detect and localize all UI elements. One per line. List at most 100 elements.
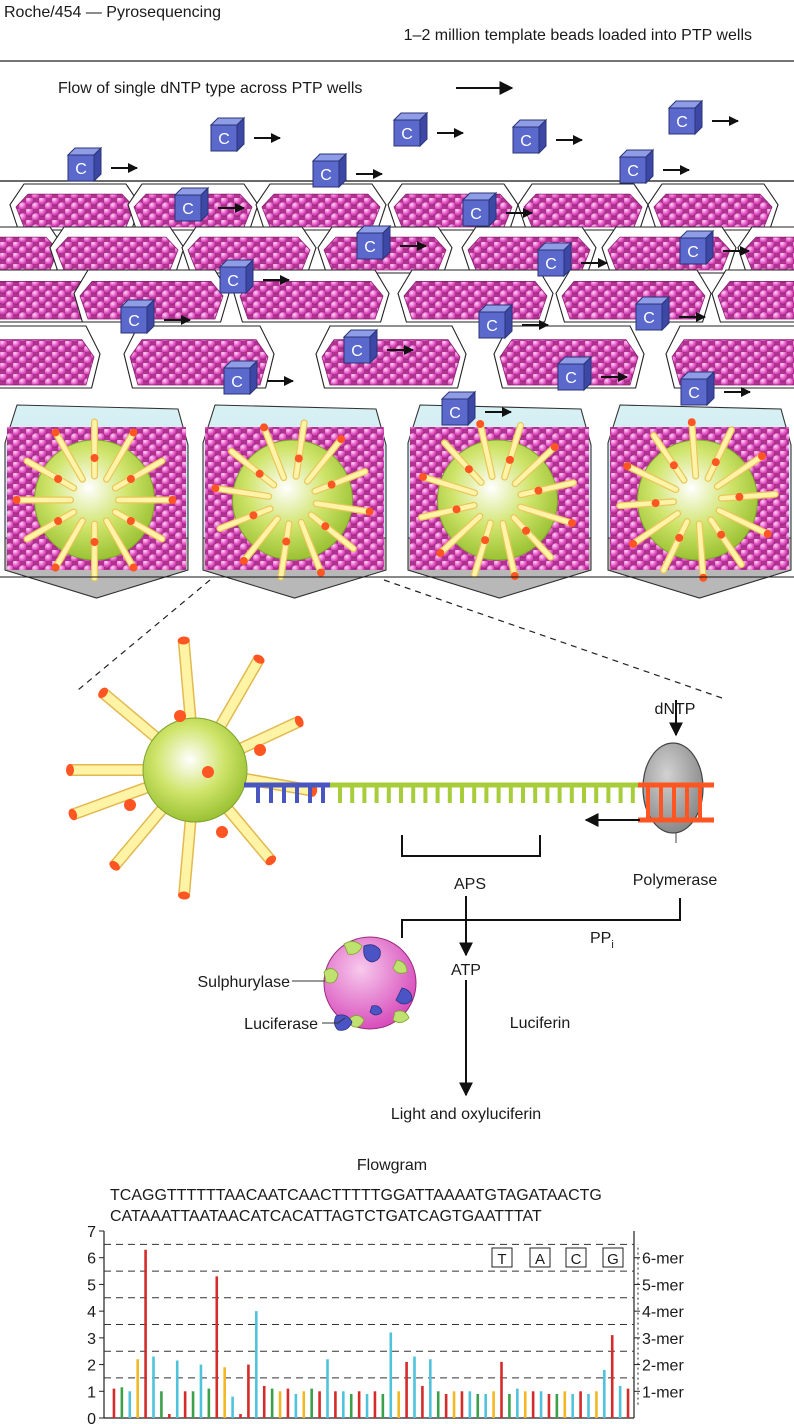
- primer-strand: [708, 517, 744, 567]
- y-tick-label: 4: [87, 1304, 96, 1321]
- primer-strand: [624, 463, 679, 492]
- adapter-teeth: [256, 785, 325, 803]
- primer-strand: [500, 521, 518, 579]
- flowgram-sequence-line2: CATAAATTAATAACATCACATTAGTCTGATCAGTGAATTT…: [110, 1208, 542, 1225]
- bead-cluster: [261, 193, 381, 228]
- dntp-cube: C: [618, 148, 690, 185]
- primer-strand: [104, 518, 136, 570]
- ptp-well: [49, 226, 185, 274]
- bead-cluster: [403, 281, 548, 320]
- mer-label: 4-mer: [642, 1304, 684, 1321]
- primer-tip: [476, 419, 485, 428]
- primer-tip: [90, 538, 99, 546]
- luciferase-leader: [322, 1017, 346, 1024]
- primer-strand: [293, 420, 307, 479]
- mer-label: 3-mer: [642, 1331, 684, 1348]
- primer-strand: [651, 433, 687, 483]
- polymerase: [584, 700, 714, 843]
- primer-strand: [689, 419, 699, 479]
- mer-label: 6-mer: [642, 1251, 684, 1268]
- primer-strand: [278, 521, 292, 580]
- flowgram-title: Flowgram: [357, 1157, 427, 1174]
- primer-strand: [211, 656, 263, 738]
- dntp-cube: C: [119, 298, 191, 335]
- ptp-well: [315, 325, 467, 389]
- primer-strand: [437, 514, 483, 556]
- dntp-letter: C: [688, 385, 700, 402]
- primer-strand: [112, 509, 165, 542]
- y-tick-label: 3: [87, 1331, 96, 1348]
- dntp-cube: C: [311, 152, 383, 189]
- ptp-well: [711, 269, 794, 323]
- y-tick-label: 0: [87, 1411, 96, 1424]
- primer-tip: [282, 537, 291, 546]
- primer-tip: [98, 687, 109, 699]
- primer-strand: [53, 518, 85, 570]
- primer-strand: [419, 503, 477, 520]
- y-tick-label: 5: [87, 1277, 96, 1294]
- primer-strand: [696, 521, 706, 581]
- ptp-well-section: [607, 404, 792, 599]
- primer-strand: [442, 440, 484, 485]
- bead-cluster: [743, 236, 794, 271]
- dntp-letter: C: [643, 310, 655, 327]
- aps-label: APS: [454, 876, 486, 893]
- bead-cluster: [15, 193, 135, 228]
- dntp-letter: C: [227, 273, 239, 290]
- template-bead: [637, 439, 758, 561]
- ptp-well: [233, 269, 390, 323]
- luciferin-label: Luciferin: [510, 1015, 570, 1032]
- primer-tip: [129, 563, 138, 572]
- primer-tip: [54, 517, 63, 525]
- dntp-letter: C: [676, 114, 688, 131]
- primer-tip: [623, 462, 632, 471]
- primer-strand: [229, 449, 277, 488]
- legend-box: [565, 1247, 587, 1268]
- ptp-well: [517, 183, 649, 231]
- legend-label-a: A: [535, 1251, 545, 1268]
- ptp-well-section: [407, 404, 592, 599]
- primer-tip: [90, 454, 99, 462]
- dntp-cube: C: [66, 146, 138, 183]
- luciferase-label: Luciferase: [244, 1016, 318, 1033]
- dntp-letter: C: [470, 206, 482, 223]
- legend-box: [602, 1247, 624, 1268]
- dntp-cube: C: [222, 359, 294, 396]
- dntp-letter: C: [218, 131, 230, 148]
- ptp-well: [387, 183, 519, 231]
- zoom-line-left: [77, 579, 211, 691]
- ptp-well-rows: [0, 183, 794, 389]
- luciferin-join: [401, 835, 541, 857]
- primer-strand: [630, 511, 680, 547]
- primer-tip: [54, 475, 63, 483]
- primer-tip: [178, 891, 191, 900]
- ptp-well: [647, 183, 779, 231]
- dntp-label: dNTP: [655, 701, 696, 718]
- page-subtitle: 1–2 million template beads loaded into P…: [404, 27, 752, 44]
- ptp-well: [737, 226, 794, 274]
- flow-label: Flow of single dNTP type across PTP well…: [58, 80, 362, 97]
- primer-strand: [53, 430, 85, 482]
- primer-tip: [177, 636, 190, 645]
- dntp-cube: C: [679, 370, 751, 407]
- primer-strand: [305, 436, 344, 484]
- primer-strand: [617, 499, 676, 509]
- primer-tip: [265, 855, 277, 866]
- mer-label: 1-mer: [642, 1384, 684, 1401]
- y-tick-label: 1: [87, 1384, 96, 1401]
- dntp-cube: C: [218, 258, 290, 295]
- ptp-well-cross-sections: [4, 404, 792, 599]
- primer-strand: [298, 520, 324, 575]
- bead-cluster: [561, 281, 706, 320]
- primer-tip: [51, 428, 60, 437]
- bead-cluster: [0, 236, 59, 271]
- dntp-cube: C: [678, 229, 750, 266]
- legend-box: [529, 1247, 551, 1268]
- primer-tip: [168, 496, 177, 504]
- primer-strand: [313, 501, 372, 514]
- bead-cluster: [55, 236, 179, 271]
- primer-tip: [550, 442, 559, 451]
- primer-tip: [327, 480, 336, 489]
